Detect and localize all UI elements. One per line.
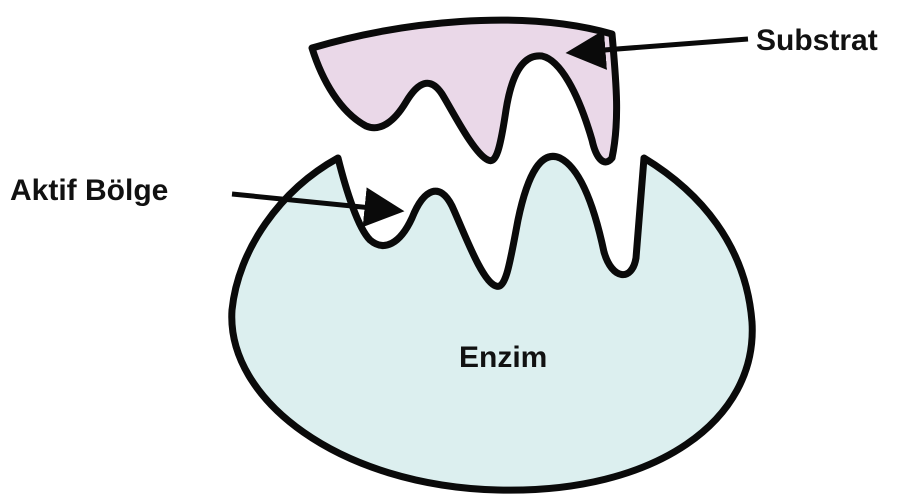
enzyme-shape (228, 153, 756, 494)
enzyme-label: Enzim (459, 341, 548, 374)
active-site-arrow (231, 187, 405, 228)
substrate-label: Substrat (756, 24, 878, 57)
substrate-shape (308, 16, 621, 166)
substrate-arrow (565, 29, 749, 70)
active-site-label: Aktif Bölge (10, 174, 169, 207)
